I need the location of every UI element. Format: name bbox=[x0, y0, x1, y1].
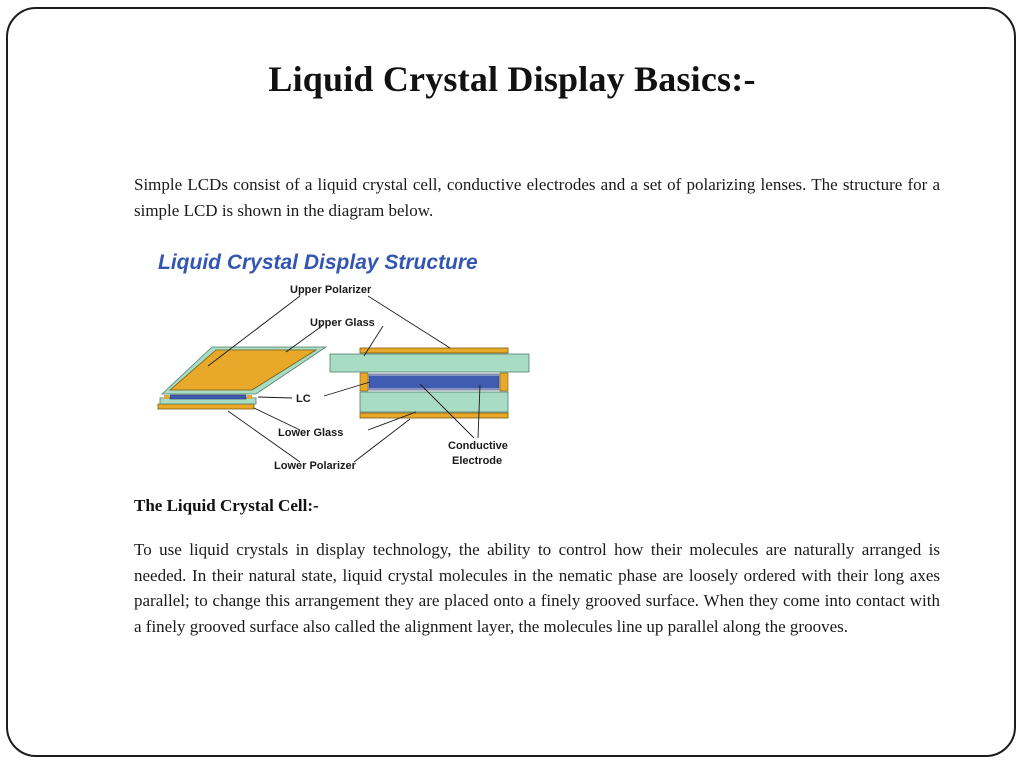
lcd-structure-diagram: Liquid Crystal Display Structure bbox=[150, 244, 538, 476]
section-heading: The Liquid Crystal Cell:- bbox=[134, 496, 319, 515]
cross-section-stack bbox=[329, 347, 530, 419]
intro-paragraph: Simple LCDs consist of a liquid crystal … bbox=[134, 175, 940, 220]
section-paragraph: To use liquid crystals in display techno… bbox=[134, 540, 940, 636]
label-electrode: Electrode bbox=[452, 455, 502, 467]
perspective-stack bbox=[157, 346, 328, 410]
label-lc: LC bbox=[296, 393, 311, 405]
label-upper-glass: Upper Glass bbox=[310, 317, 375, 329]
label-upper-polarizer: Upper Polarizer bbox=[290, 284, 372, 296]
page-title: Liquid Crystal Display Basics:- bbox=[268, 59, 756, 99]
label-lower-polarizer: Lower Polarizer bbox=[274, 460, 357, 472]
leader-lines bbox=[207, 295, 481, 463]
label-lower-glass: Lower Glass bbox=[278, 427, 343, 439]
label-conductive: Conductive bbox=[448, 440, 508, 452]
diagram-title: Liquid Crystal Display Structure bbox=[158, 251, 478, 274]
